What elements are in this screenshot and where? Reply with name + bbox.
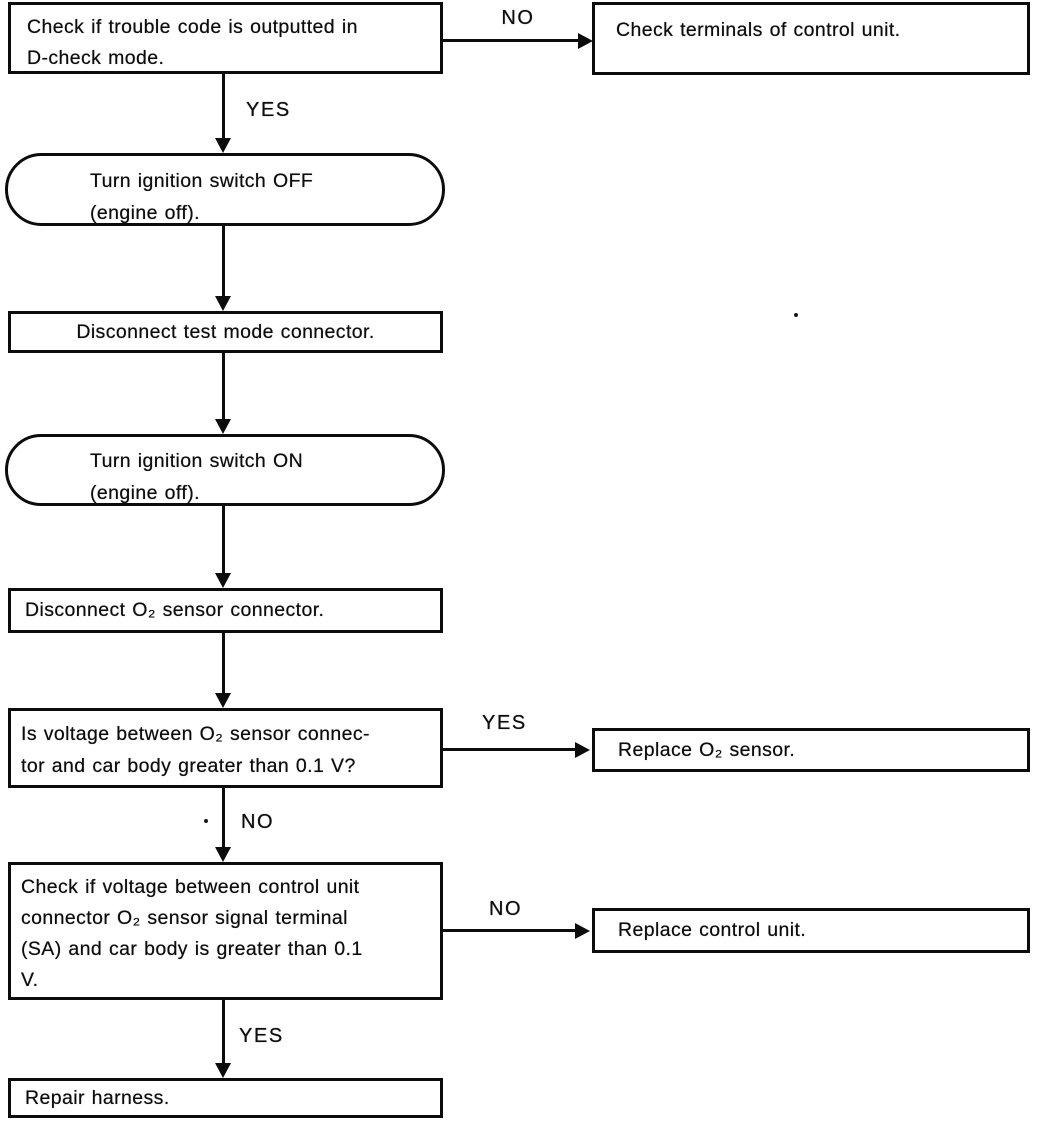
arrowhead-down-icon	[215, 573, 231, 588]
arrow-disconnect-o2-to-voltage-question	[222, 633, 225, 694]
arrowhead-down-icon	[215, 1063, 231, 1078]
arrowhead-down-icon	[215, 419, 231, 434]
arrow-control-unit-check-to-repair-harness	[222, 1000, 225, 1064]
node-turn-ignition-switch-on: Turn ignition switch ON (engine off).	[5, 434, 445, 506]
arrowhead-right-icon	[575, 741, 590, 758]
edge-label-yes-1: YES	[246, 99, 291, 121]
node-repair-harness: Repair harness.	[8, 1078, 443, 1118]
arrow-voltage-question-to-replace-o2	[443, 748, 575, 751]
arrowhead-down-icon	[215, 296, 231, 311]
arrowhead-down-icon	[215, 847, 231, 862]
arrow-trouble-to-check-terminals	[443, 39, 578, 42]
arrowhead-down-icon	[215, 138, 231, 153]
node-check-terminals-of-control-unit: Check terminals of control unit.	[592, 2, 1030, 75]
edge-label-yes-2: YES	[482, 712, 527, 734]
node-check-control-unit-voltage: Check if voltage between control unit co…	[8, 862, 443, 1000]
node-o2-voltage-question: Is voltage between O₂ sensor connec- tor…	[8, 708, 443, 788]
edge-label-no-3: NO	[489, 898, 523, 920]
edge-label-yes-3: YES	[239, 1025, 284, 1047]
scan-artifact-dot	[794, 313, 798, 317]
edge-label-no-2: NO	[241, 811, 275, 833]
node-disconnect-test-mode-connector: Disconnect test mode connector.	[8, 311, 443, 353]
arrowhead-right-icon	[575, 922, 590, 939]
arrow-test-mode-to-ignition-on	[222, 353, 225, 420]
arrow-control-unit-check-to-replace-control-unit	[443, 929, 575, 932]
arrowhead-right-icon	[578, 32, 593, 49]
arrow-trouble-to-ignition-off	[222, 74, 225, 140]
edge-label-no-top: NO	[501, 7, 535, 29]
node-check-trouble-code: Check if trouble code is outputted in D-…	[8, 2, 443, 74]
node-label: Disconnect test mode connector.	[76, 320, 375, 343]
arrow-voltage-question-to-control-unit-check	[222, 788, 225, 848]
arrow-ignition-off-to-test-mode	[222, 226, 225, 297]
node-replace-o2-sensor: Replace O₂ sensor.	[592, 728, 1030, 772]
node-replace-control-unit: Replace control unit.	[592, 908, 1030, 953]
scan-artifact-dot	[204, 819, 208, 823]
node-disconnect-o2-sensor-connector: Disconnect O₂ sensor connector.	[8, 588, 443, 633]
arrowhead-down-icon	[215, 693, 231, 708]
arrow-ignition-on-to-disconnect-o2	[222, 506, 225, 574]
node-turn-ignition-switch-off: Turn ignition switch OFF (engine off).	[5, 153, 445, 226]
